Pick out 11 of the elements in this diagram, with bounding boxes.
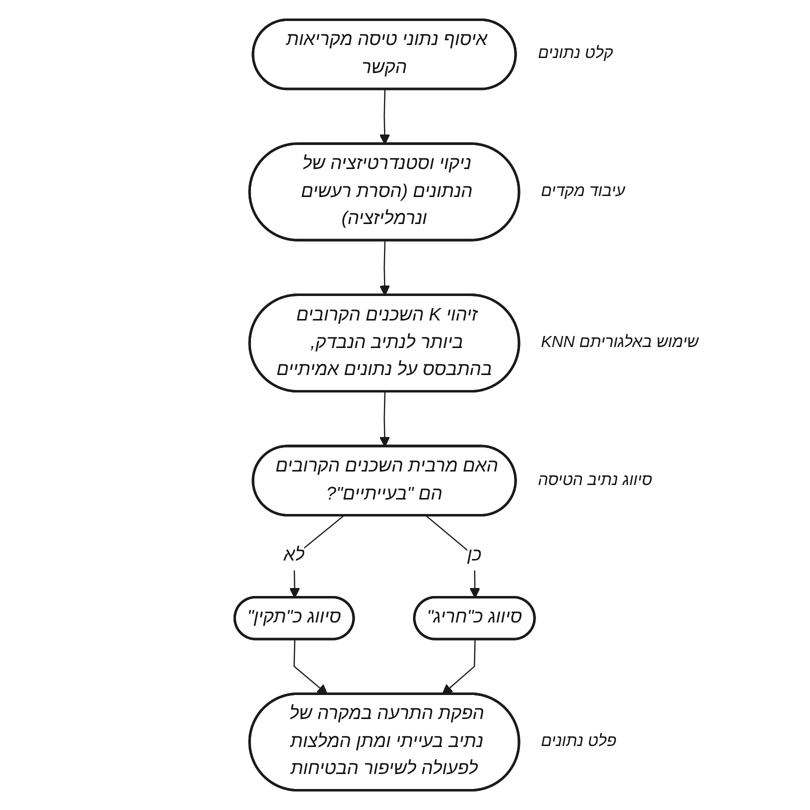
- step-caption: עיבוד מקדים: [541, 182, 626, 202]
- step-caption: פלט נתונים: [541, 732, 616, 752]
- arrow: [442, 640, 476, 695]
- step-caption: סיווג נתיב הטיסה: [538, 471, 652, 490]
- arrow: [294, 640, 328, 695]
- arrow: [379, 240, 390, 296]
- edge-label: לא: [284, 544, 305, 566]
- edge-label: כן: [467, 544, 482, 566]
- step-caption: קלט נתונים: [538, 44, 614, 64]
- arrow: [379, 90, 390, 145]
- step-caption: שימוש באלגוריתם KNN: [541, 333, 699, 352]
